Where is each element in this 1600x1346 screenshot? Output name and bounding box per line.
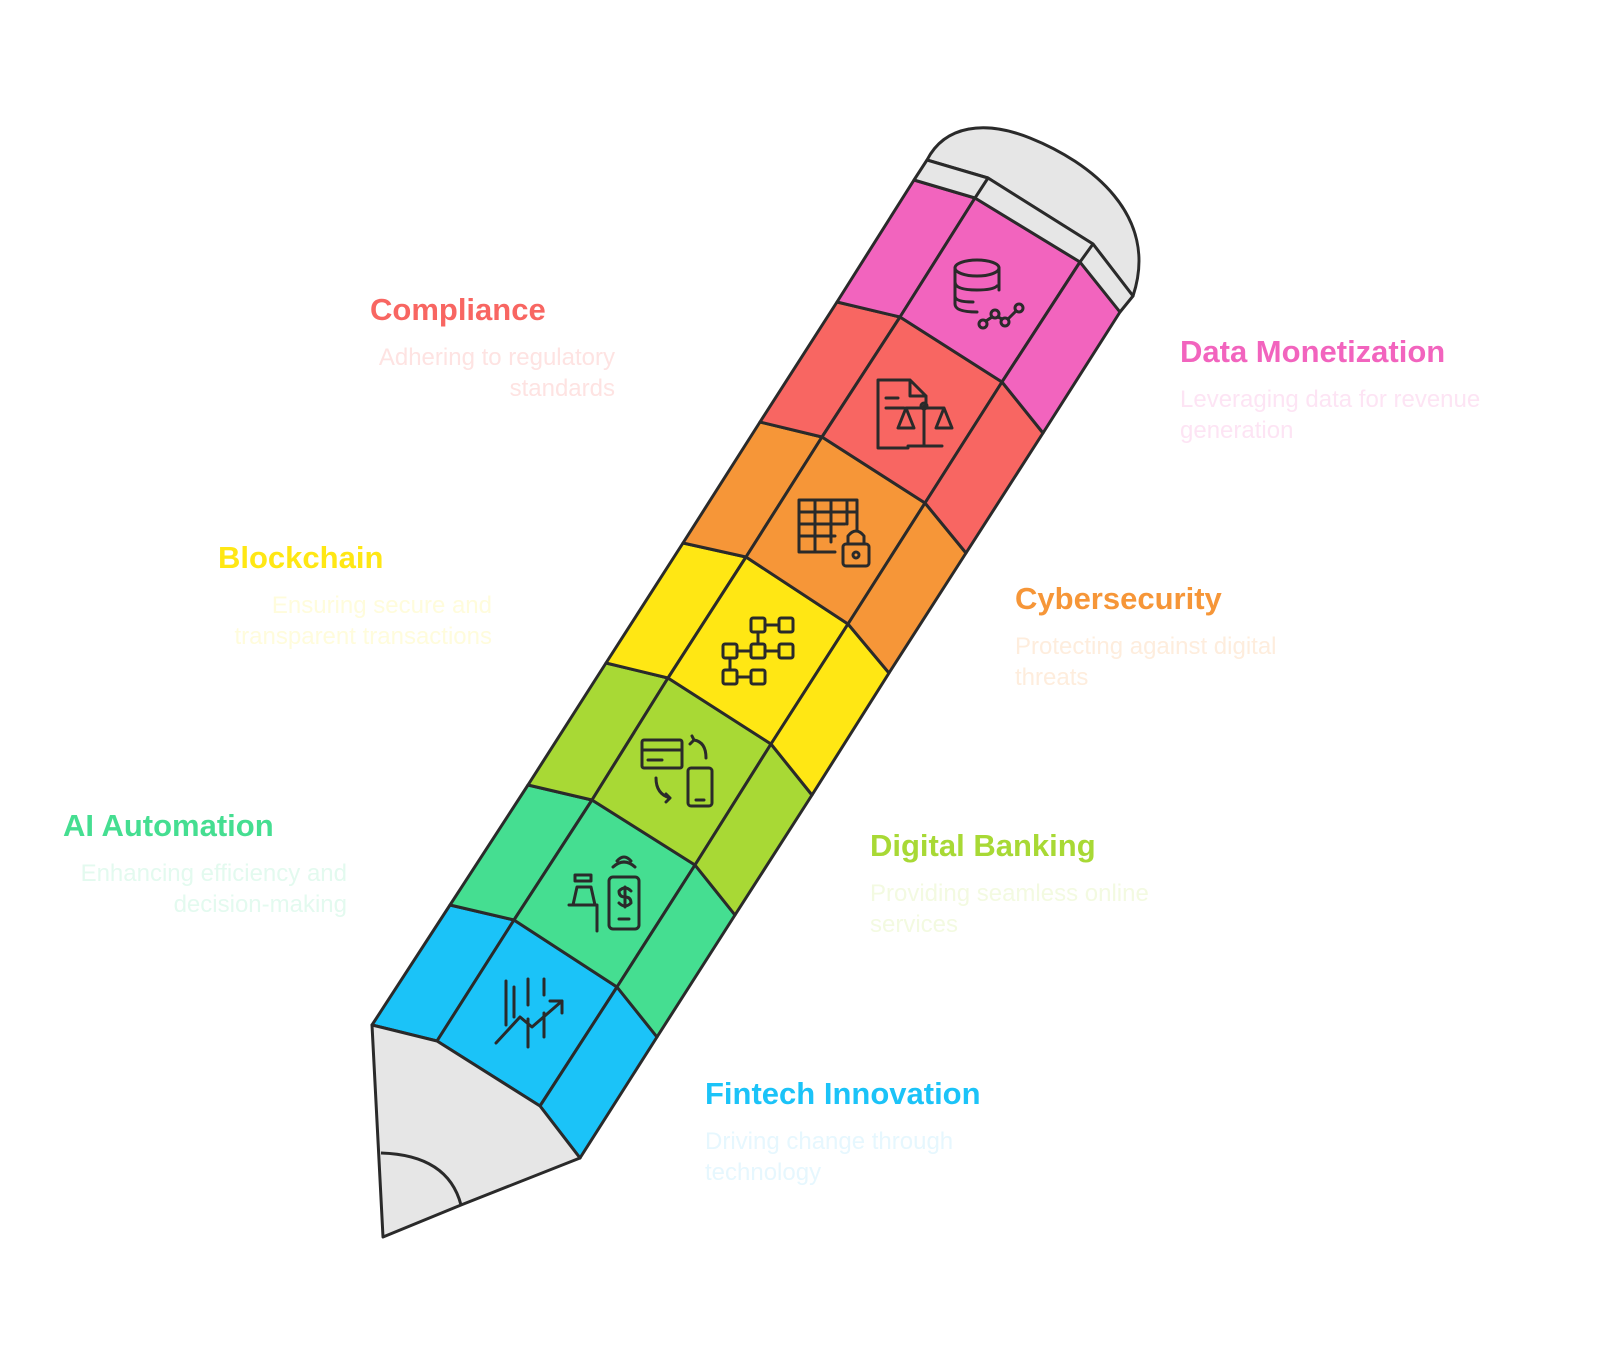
label-ai-automation: AI Automation Enhancing efficiency and d… bbox=[0, 806, 347, 920]
label-blockchain: Blockchain Ensuring secure and transpare… bbox=[32, 538, 492, 652]
label-title: AI Automation bbox=[63, 808, 274, 843]
label-desc: Enhancing efficiency and decision-making bbox=[80, 860, 347, 918]
label-desc: Ensuring secure and transparent transact… bbox=[234, 592, 492, 650]
label-title: Fintech Innovation bbox=[705, 1076, 981, 1111]
block-network-icon bbox=[721, 616, 795, 686]
label-desc: Adhering to regulatory standards bbox=[378, 344, 615, 402]
pencil-graphite-arc bbox=[380, 1151, 463, 1206]
pencil-ferrule bbox=[912, 158, 1135, 314]
trend-chart-icon bbox=[494, 977, 564, 1049]
label-desc: Protecting against digital threats bbox=[1015, 633, 1277, 691]
pencil-tip bbox=[370, 1023, 582, 1239]
label-title: Blockchain bbox=[218, 540, 384, 575]
label-cybersecurity: Cybersecurity Protecting against digital… bbox=[1015, 579, 1475, 693]
label-digital-banking: Digital Banking Providing seamless onlin… bbox=[870, 826, 1330, 940]
database-chart-icon bbox=[953, 258, 1025, 330]
label-data-monetization: Data Monetization Leveraging data for re… bbox=[1180, 332, 1600, 446]
document-scale-icon bbox=[876, 378, 954, 450]
label-desc: Providing seamless online services bbox=[870, 880, 1149, 938]
label-title: Data Monetization bbox=[1180, 334, 1446, 369]
label-fintech-innovation: Fintech Innovation Driving change throug… bbox=[705, 1074, 1165, 1188]
label-desc: Driving change through technology bbox=[705, 1128, 954, 1186]
table-lock-icon bbox=[797, 498, 871, 568]
label-title: Compliance bbox=[370, 292, 546, 327]
label-title: Cybersecurity bbox=[1015, 581, 1222, 616]
pencil-eraser bbox=[925, 126, 1141, 298]
label-compliance: Compliance Adhering to regulatory standa… bbox=[155, 290, 615, 404]
card-phone-transfer-icon bbox=[640, 734, 714, 808]
label-desc: Leveraging data for revenue generation bbox=[1180, 386, 1481, 444]
label-title: Digital Banking bbox=[870, 828, 1096, 863]
payment-terminal-phone-icon bbox=[567, 855, 641, 933]
